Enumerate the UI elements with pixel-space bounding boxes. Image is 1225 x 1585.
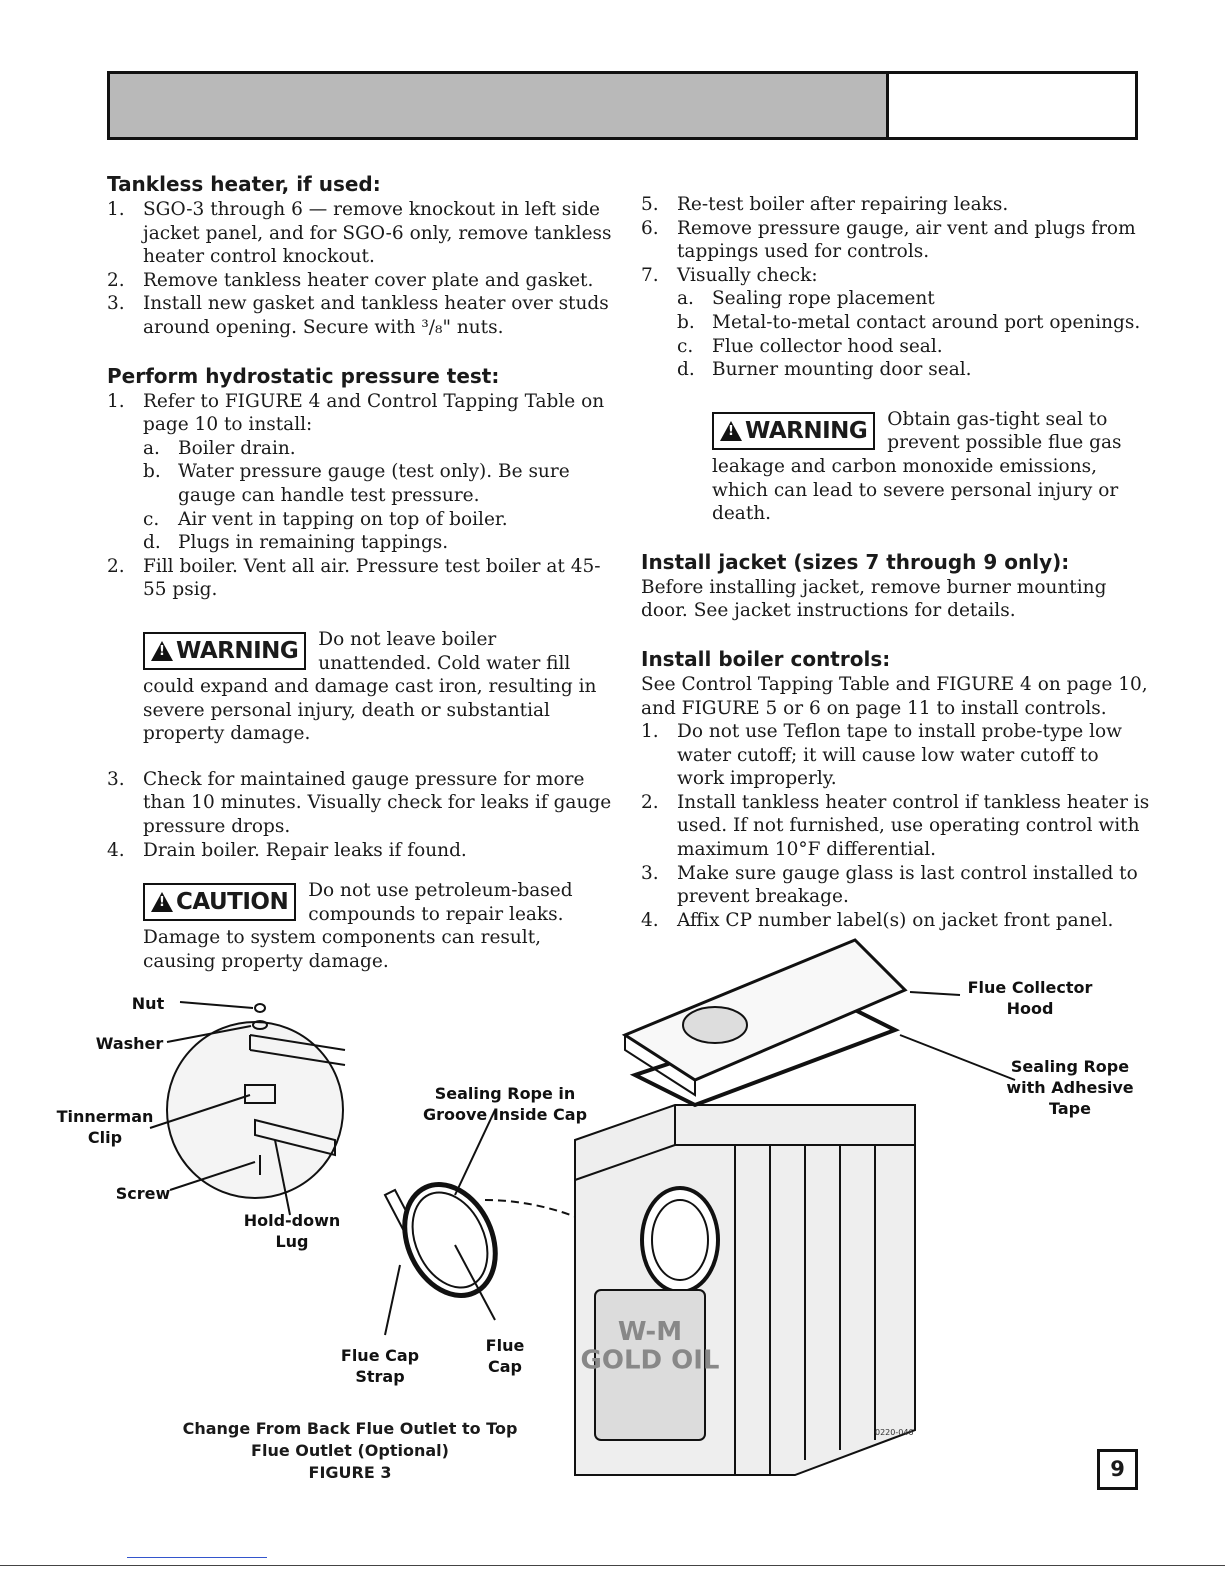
sub-item: c.Flue collector hood seal. — [677, 335, 943, 357]
sub-item: a.Boiler drain. — [143, 437, 296, 459]
label-flue-cap-strap: Flue Cap Strap — [340, 1346, 420, 1386]
sub-item: c.Air vent in tapping on top of boiler. — [143, 508, 508, 530]
list-item: 6.Remove pressure gauge, air vent and pl… — [641, 217, 1136, 263]
detail-lug — [254, 1118, 336, 1157]
detail-hood-edge — [249, 1034, 346, 1066]
sub-item: d.Plugs in remaining tappings. — [143, 532, 449, 554]
label-flue-collector-hood: Flue Collector Hood — [967, 978, 1093, 1018]
list-item: 5.Re-test boiler after repairing leaks. — [641, 194, 1009, 215]
jacket-text: Before installing jacket, remove burner … — [641, 576, 1107, 622]
label-tinnerman-clip: Tinnerman Clip — [56, 1107, 154, 1147]
hydro-steps: 1.Refer to FIGURE 4 and Control Tapping … — [107, 390, 612, 602]
hood-opening — [682, 1006, 748, 1044]
list-item: 2.Install tankless heater control if tan… — [641, 791, 1150, 861]
list-item: 3.Make sure gauge glass is last control … — [641, 862, 1138, 908]
left-column: Tankless heater, if used: 1.SGO-3 throug… — [107, 170, 612, 974]
detail-clip — [244, 1084, 276, 1104]
list-item: 2.Fill boiler. Vent all air. Pressure te… — [107, 555, 601, 601]
detail-nut — [254, 1003, 266, 1013]
sub-item: b.Water pressure gauge (test only). Be s… — [143, 461, 570, 506]
retest-steps: 5.Re-test boiler after repairing leaks. … — [641, 193, 1151, 382]
detail-washer — [252, 1020, 268, 1030]
tankless-steps: 1.SGO-3 through 6 — remove knockout in l… — [107, 198, 612, 340]
list-item: 2.Remove tankless heater cover plate and… — [107, 269, 594, 291]
warning-text: Obtain gas-tight seal to prevent possibl… — [712, 408, 1122, 525]
controls-heading: Install boiler controls: — [641, 646, 891, 671]
list-item: 3.Install new gasket and tankless heater… — [107, 293, 609, 338]
caution-triangle-icon — [151, 892, 173, 913]
warning-box-gas-seal: WARNING Obtain gas-tight seal to prevent… — [712, 408, 1151, 526]
sub-item: a.Sealing rope placement — [677, 288, 935, 310]
label-washer: Washer — [95, 1034, 164, 1053]
brand-panel — [594, 1289, 706, 1441]
flue-outlet-ring — [640, 1186, 720, 1294]
list-item: 4.Drain boiler. Repair leaks if found. — [107, 839, 467, 861]
jacket-heading: Install jacket (sizes 7 through 9 only): — [641, 549, 1070, 574]
flue-cap — [402, 1182, 498, 1298]
list-item: 4.Affix CP number label(s) on jacket fro… — [641, 909, 1114, 931]
header-title-area — [110, 74, 889, 137]
sub-item: d.Burner mounting door seal. — [677, 359, 972, 381]
list-item: 7.Visually check: a.Sealing rope placeme… — [641, 264, 1151, 382]
figure-caption: Change From Back Flue Outlet to Top Flue… — [182, 1419, 518, 1482]
caution-badge: CAUTION — [143, 883, 297, 922]
label-drawing-code: 0220-046 — [875, 1428, 914, 1437]
controls-intro: See Control Tapping Table and FIGURE 4 o… — [641, 673, 1148, 719]
list-item: 1.SGO-3 through 6 — remove knockout in l… — [107, 199, 612, 268]
warning-triangle-icon — [720, 420, 742, 441]
warning-triangle-icon — [151, 640, 173, 661]
caution-text: Do not use petroleum-based compounds to … — [143, 880, 573, 973]
label-nut: Nut — [131, 994, 165, 1013]
warning-text: Do not leave boiler unattended. Cold wat… — [143, 628, 597, 745]
label-screw: Screw — [115, 1184, 171, 1203]
hydro-heading: Perform hydrostatic pressure test: — [107, 363, 500, 388]
list-item: 3.Check for maintained gauge pressure fo… — [107, 768, 612, 838]
hydro-steps-continued: 3.Check for maintained gauge pressure fo… — [107, 768, 612, 862]
label-sealing-rope-cap: Sealing Rope in Groove Inside Cap — [422, 1084, 588, 1124]
bottom-rule — [0, 1565, 1225, 1566]
label-sealing-rope-tape: Sealing Rope with Adhesive Tape — [1006, 1057, 1134, 1118]
tankless-heading: Tankless heater, if used: — [107, 172, 381, 196]
controls-steps: 1.Do not use Teflon tape to install prob… — [641, 720, 1151, 932]
list-item: 1.Refer to FIGURE 4 and Control Tapping … — [107, 390, 612, 555]
caution-box-petroleum: CAUTION Do not use petroleum-based compo… — [143, 879, 612, 973]
label-hold-down-lug: Hold-down Lug — [243, 1211, 341, 1251]
warning-box-unattended: WARNING Do not leave boiler unattended. … — [143, 628, 612, 746]
sub-item: b.Metal-to-metal contact around port ope… — [677, 311, 1141, 333]
warning-badge: WARNING — [143, 631, 307, 670]
label-flue-cap: Flue Cap — [485, 1336, 525, 1376]
page-number: 9 — [1097, 1449, 1138, 1490]
right-column: 5.Re-test boiler after repairing leaks. … — [641, 193, 1151, 932]
bottom-link-underline — [127, 1557, 267, 1558]
flue-collector-hood — [621, 938, 908, 1082]
list-item: 1.Do not use Teflon tape to install prob… — [641, 721, 1122, 790]
detail-circle — [166, 1021, 344, 1199]
header-bar — [107, 71, 1138, 140]
warning-badge: WARNING — [712, 411, 876, 450]
